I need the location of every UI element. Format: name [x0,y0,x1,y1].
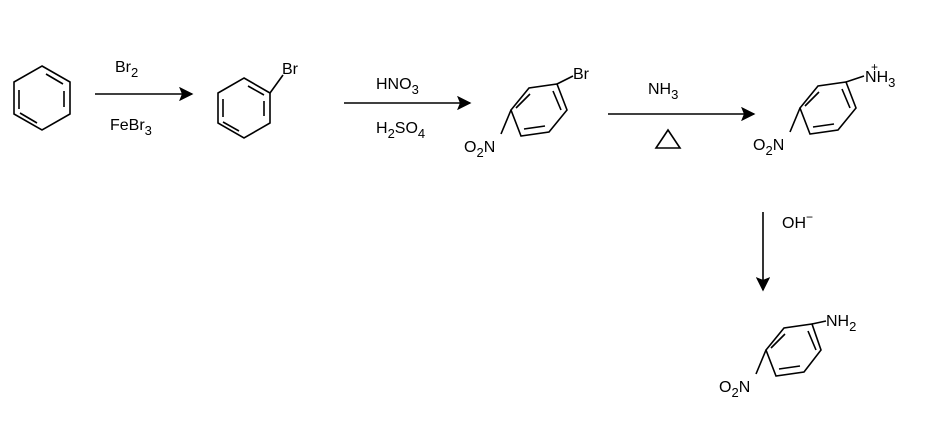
nitroanilinium-double-bonds [804,88,851,128]
nitroanilinium-ring [799,81,857,135]
nitroaniline-structure: NH2 O2N [719,313,856,400]
nitrobromobenzene-structure: Br O2N [464,66,590,160]
c-n-bond [811,320,827,325]
c-n-bond [845,75,865,83]
nitroaniline-double-bonds [770,330,817,370]
nitrobromobenzene-ring [510,83,568,137]
c-br-bond [556,75,574,85]
amine-label: NH2 [826,313,856,334]
reaction-step-2: HNO3 H2SO4 [344,76,472,141]
c-n-bond [500,109,512,135]
nitroaniline-ring [765,323,822,377]
heat-triangle-icon [654,128,682,149]
nitro-label: O2N [753,137,784,158]
reagent-br2: Br2 [115,59,138,80]
ammonium-label: NH3 [865,69,895,90]
bromobenzene-ring [217,77,271,139]
nitroanilinium-structure: + NH3 O2N [753,60,895,158]
benzene-double-bonds [18,73,65,124]
c-n-bond [789,107,801,133]
nitrobromobenzene-double-bonds [515,90,562,130]
nitro-label: O2N [719,379,750,400]
c-n-bond [755,349,767,375]
reagent-hydroxide: OH− [782,210,813,232]
catalyst-febr3: FeBr3 [110,117,152,138]
bromobenzene-structure: Br [217,61,299,139]
reaction-step-4: OH− [755,210,813,292]
benzene-structure [13,65,71,131]
reagent-hno3: HNO3 [376,76,419,97]
reagent-h2so4: H2SO4 [376,120,425,141]
reaction-step-3: NH3 [608,81,756,149]
reagent-nh3: NH3 [648,81,678,102]
bromobenzene-double-bonds [222,85,265,132]
bromo-label: Br [282,61,299,78]
bromo-label: Br [573,66,590,83]
nitro-label: O2N [464,139,495,160]
reaction-step-1: Br2 FeBr3 [95,59,194,138]
c-br-bond [269,74,284,94]
charge-plus: + [871,60,878,74]
benzene-ring [13,65,71,131]
